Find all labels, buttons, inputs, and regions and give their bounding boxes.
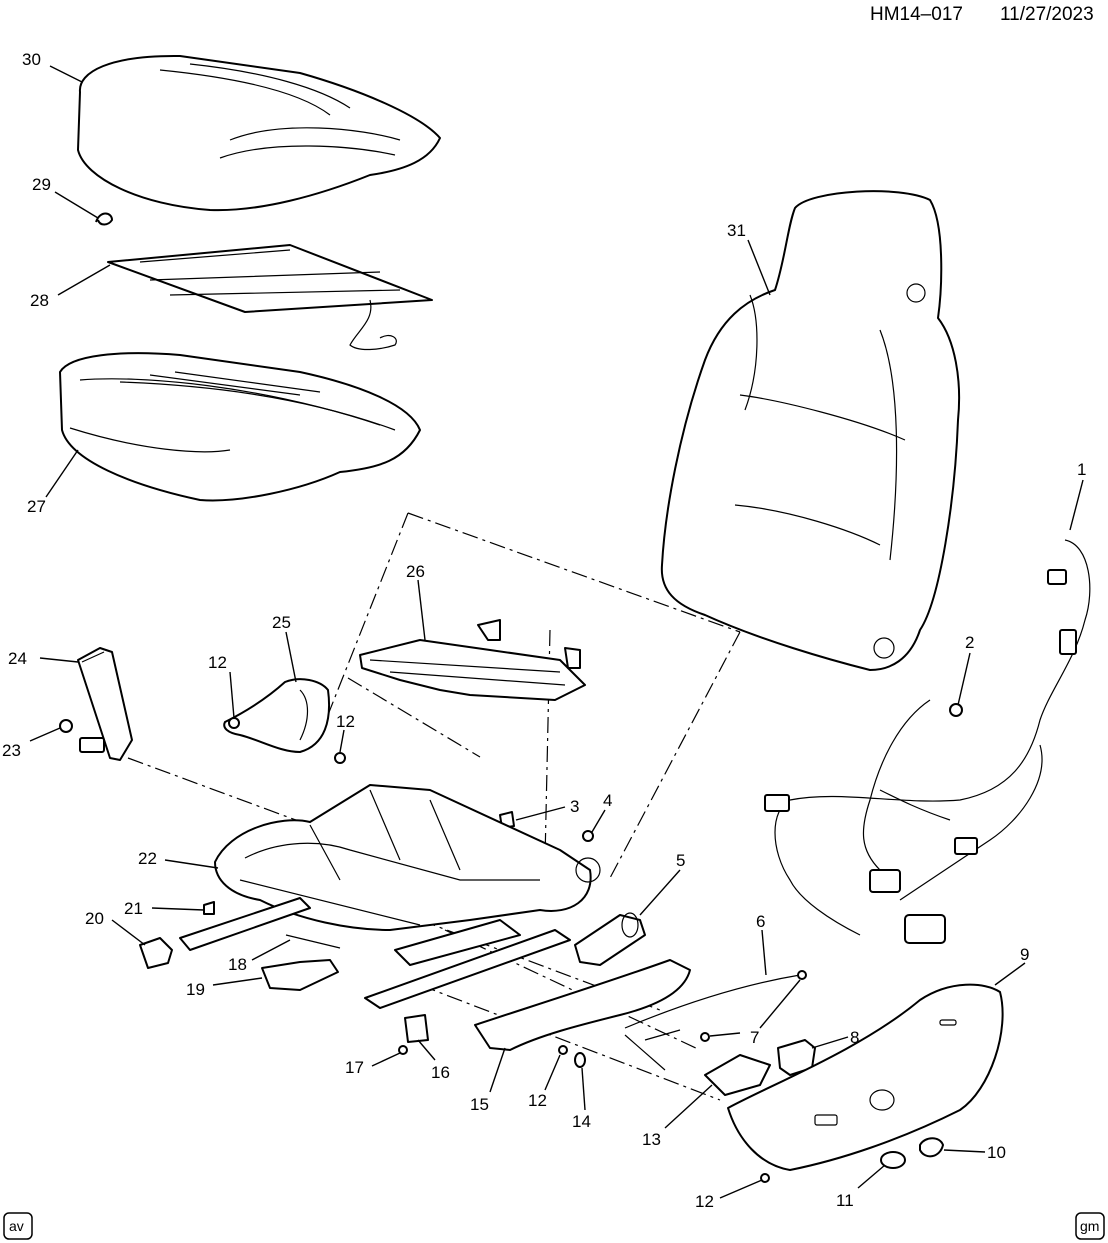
callout-27: 27 xyxy=(27,497,46,516)
part-11-knob xyxy=(880,1151,906,1169)
callout-15: 15 xyxy=(470,1095,489,1114)
callout-17: 17 xyxy=(345,1058,364,1077)
part-28-heater-pad xyxy=(107,244,433,351)
part-5-motor xyxy=(574,912,646,966)
callout-7: 7 xyxy=(750,1028,759,1047)
part-14-grommet xyxy=(574,1052,586,1068)
callout-20: 20 xyxy=(85,909,104,928)
callout-18: 18 xyxy=(228,955,247,974)
part-29-clip xyxy=(95,212,113,226)
callout-23: 23 xyxy=(2,741,21,760)
leader-lines xyxy=(29,65,1084,1199)
callout-19: 19 xyxy=(186,980,205,999)
callout-13: 13 xyxy=(642,1130,661,1149)
drawing-date: 11/27/2023 xyxy=(1000,4,1094,25)
callout-12-c: 12 xyxy=(528,1091,547,1110)
part-7-screw xyxy=(700,1032,710,1042)
callout-8: 8 xyxy=(850,1028,859,1047)
part-16-bracket xyxy=(404,1014,429,1043)
callout-14: 14 xyxy=(572,1112,591,1131)
av-logo: av xyxy=(3,1212,33,1240)
part-30-cushion-cover xyxy=(77,54,441,212)
part-17-screw xyxy=(398,1045,408,1055)
svg-text:gm: gm xyxy=(1080,1218,1099,1234)
callout-5: 5 xyxy=(676,851,685,870)
part-9-outer-trim xyxy=(727,983,1004,1171)
callout-12-b: 12 xyxy=(336,712,355,731)
part-10-knob xyxy=(919,1137,944,1158)
part-31-seatback xyxy=(660,190,961,671)
part-27-cushion-pad xyxy=(59,352,421,502)
callout-12-a: 12 xyxy=(208,653,227,672)
callout-30: 30 xyxy=(22,50,41,69)
part-13-switch-assembly xyxy=(704,1054,771,1096)
callout-31: 31 xyxy=(727,221,746,240)
part-26-support-mat xyxy=(359,619,586,701)
callout-24: 24 xyxy=(8,649,27,668)
callout-10: 10 xyxy=(987,1143,1006,1162)
part-18-rod xyxy=(285,934,341,949)
drawing-id: HM14–017 xyxy=(870,4,963,25)
part-25-side-shield xyxy=(223,678,331,753)
part-1-wiring-harness xyxy=(764,539,1091,944)
gm-logo: gm xyxy=(1075,1212,1105,1240)
part-20-end-cap xyxy=(139,937,173,969)
callout-9: 9 xyxy=(1020,945,1029,964)
callout-11: 11 xyxy=(836,1191,854,1210)
part-21-pin xyxy=(203,901,215,915)
callout-25: 25 xyxy=(272,613,291,632)
part-2-bolt xyxy=(949,703,963,717)
part-12-bolt-c xyxy=(558,1045,568,1055)
callout-29: 29 xyxy=(32,175,51,194)
part-22-seat-frame xyxy=(214,784,601,931)
part-23-nut xyxy=(59,719,73,733)
part-6-cable xyxy=(624,970,807,1071)
callout-3: 3 xyxy=(570,797,579,816)
part-12-bolt-a xyxy=(228,717,240,729)
callout-labels: 30 29 28 27 31 1 26 25 24 12 12 23 2 3 4… xyxy=(2,50,1086,1211)
part-15-trim-panel xyxy=(474,959,691,1051)
callout-16: 16 xyxy=(431,1063,450,1082)
part-12-bolt-b xyxy=(334,752,346,764)
callout-12-d: 12 xyxy=(695,1192,714,1211)
callout-4: 4 xyxy=(603,791,612,810)
svg-text:av: av xyxy=(9,1218,24,1234)
callout-26: 26 xyxy=(406,562,425,581)
callout-1: 1 xyxy=(1077,460,1086,479)
callout-6: 6 xyxy=(756,912,765,931)
part-24-belt-buckle xyxy=(77,647,133,761)
part-12-bolt-d xyxy=(760,1173,770,1183)
part-4-bolt xyxy=(582,830,594,842)
part-19-sensor xyxy=(261,959,339,991)
callout-22: 22 xyxy=(138,849,157,868)
callout-2: 2 xyxy=(965,633,974,652)
callout-28: 28 xyxy=(30,291,49,310)
seat-tracks xyxy=(179,897,571,1009)
callout-21: 21 xyxy=(124,899,143,918)
